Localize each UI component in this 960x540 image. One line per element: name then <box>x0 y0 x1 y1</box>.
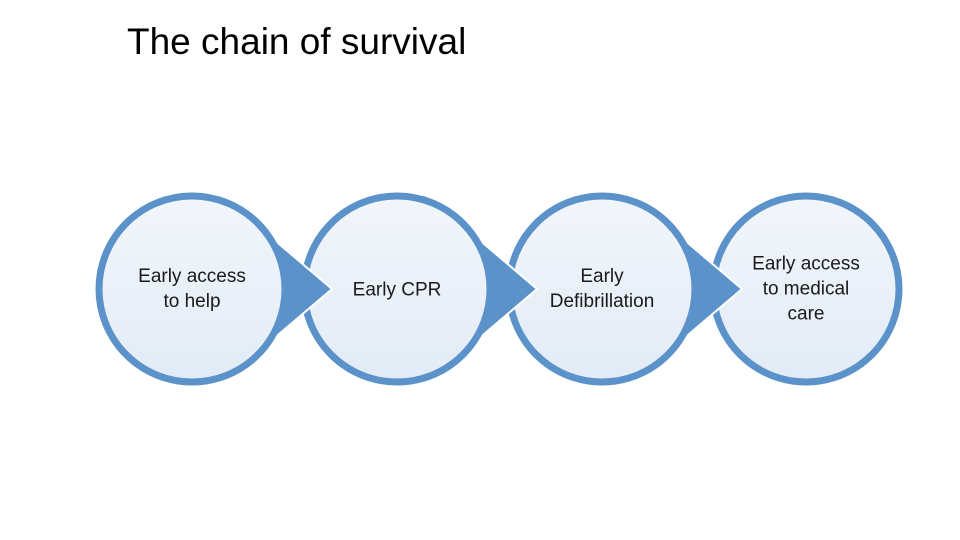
step-1-circle <box>95 192 289 386</box>
step-label-line: to medical <box>762 278 850 300</box>
step-4-label: Early access to medical care <box>716 252 896 327</box>
step-label-line: Early access <box>752 253 860 275</box>
step-label-line: Early CPR <box>352 279 442 301</box>
step-1-label: Early access to help <box>102 264 282 314</box>
slide-title: The chain of survival <box>127 21 467 62</box>
step-label-line: Early access <box>138 266 246 287</box>
step-label-line: Early <box>580 266 624 287</box>
step-label-line: care <box>787 303 825 325</box>
step-2-label: Early CPR <box>307 278 487 303</box>
step-label-line: to help <box>163 291 221 312</box>
step-label-line: Defibrillation <box>549 291 655 312</box>
